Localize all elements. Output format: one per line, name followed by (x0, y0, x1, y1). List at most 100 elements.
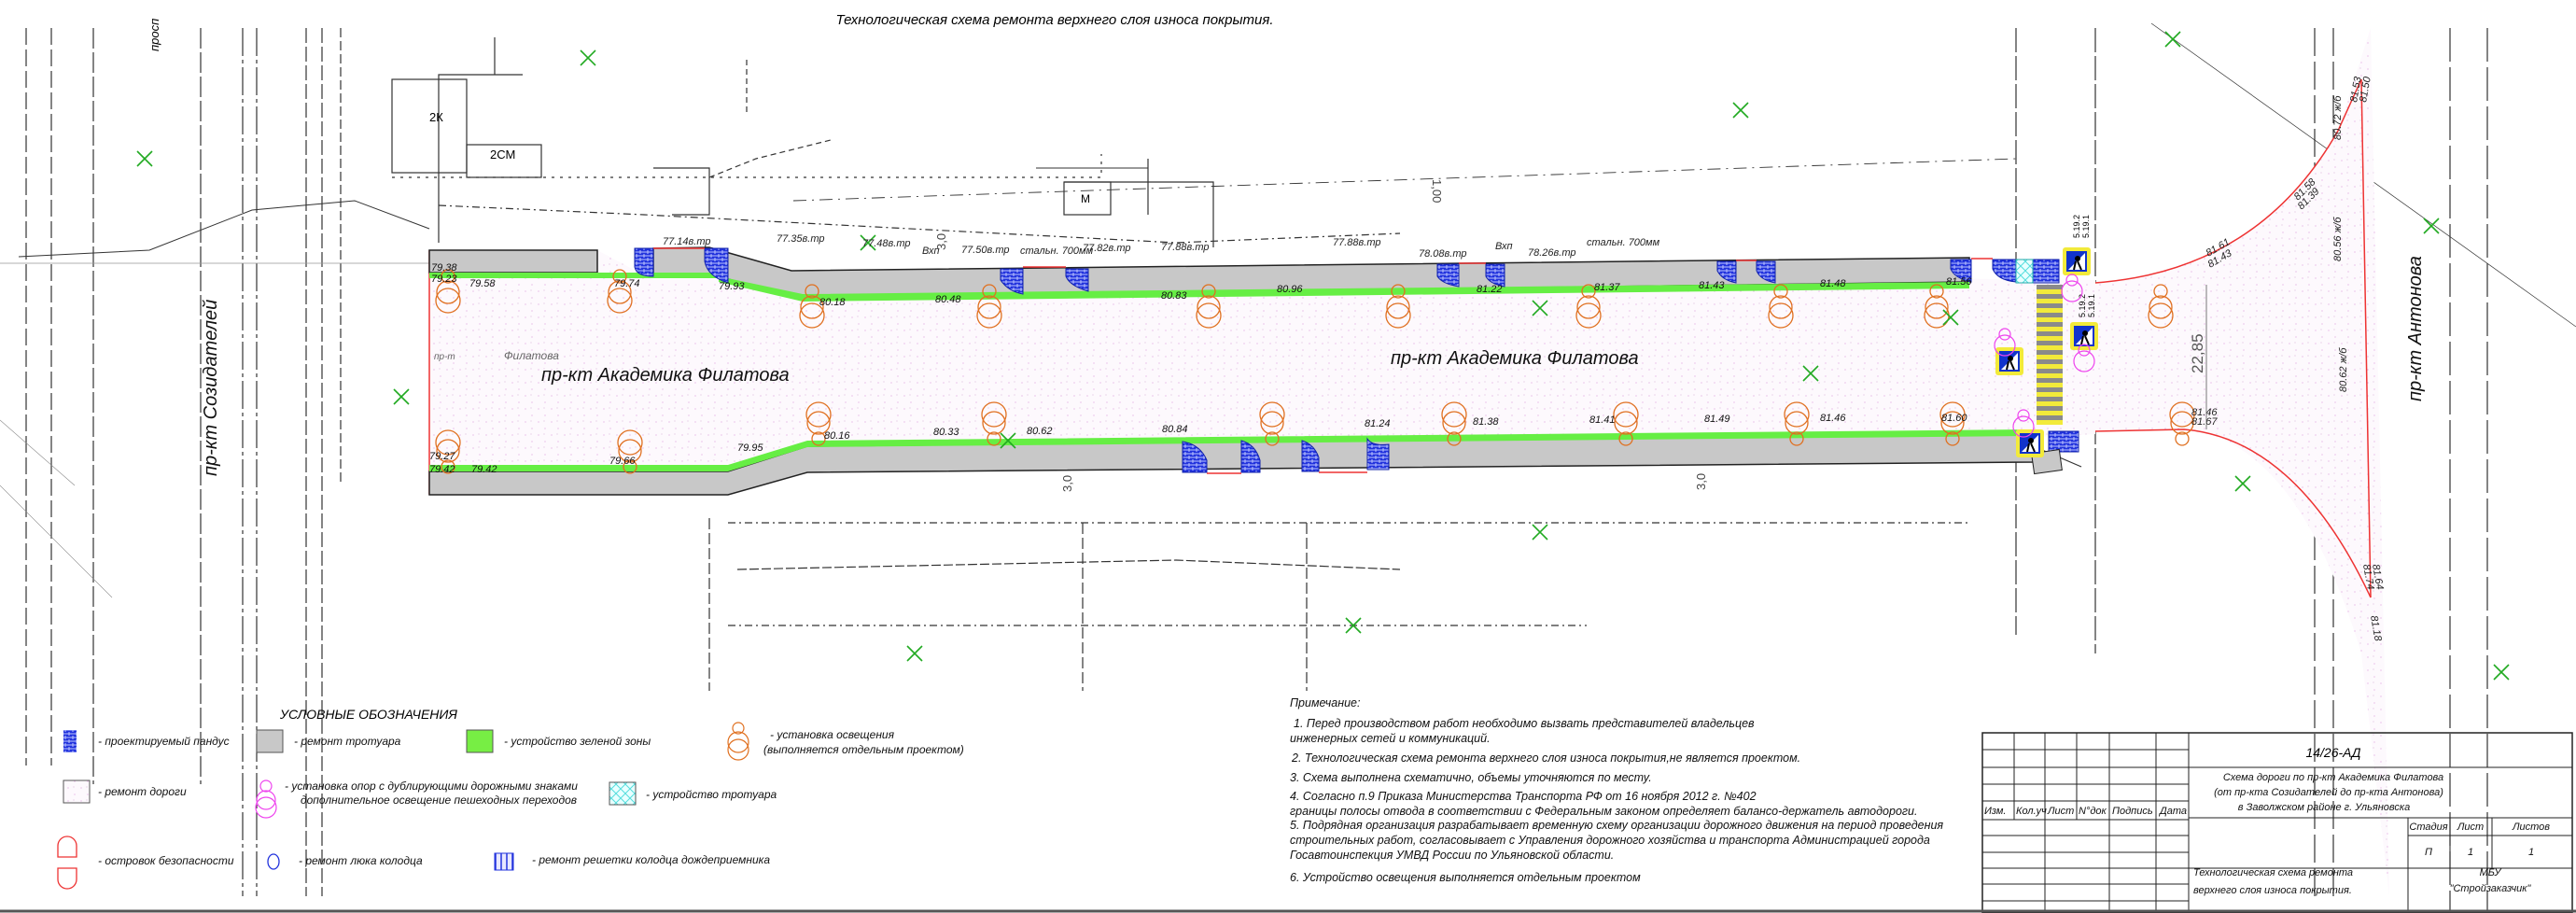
elevation-label: 80.48 (935, 294, 961, 305)
ramps (634, 247, 2079, 473)
organization: "Стройзаказчик" (2450, 883, 2532, 894)
note-line: 3. Схема выполнена схематично, объемы ут… (1290, 771, 1652, 784)
tree-mark-icon (393, 388, 410, 405)
tree-mark-icon (1942, 309, 1959, 326)
legend-light-icon (727, 722, 749, 761)
utility-label: 77.48в.тр (862, 238, 910, 249)
note-line: инженерных сетей и коммуникаций. (1290, 732, 1491, 745)
ramp (1182, 441, 1208, 473)
handwritten-street-note: Филатова (504, 349, 559, 362)
intersection-elevation-label: 81.67 (2191, 416, 2218, 428)
elevation-label: 79.66 (609, 456, 636, 467)
ramp (1065, 268, 1089, 292)
sign-code: 5.19.1 (2087, 294, 2096, 317)
ramp (1756, 260, 1776, 284)
intersection-elevation-label: 80.62 ж/б (2338, 347, 2349, 392)
street-light-icon (1939, 401, 1966, 446)
street-light-icon (435, 429, 461, 474)
document-code: 14/26-АД (2305, 745, 2360, 760)
building-label: М (1081, 192, 1090, 205)
tree-mark-icon (2164, 31, 2181, 48)
street-light-icon (1924, 284, 1950, 329)
document-description: (от пр-кта Созидателей до пр-кта Антонов… (2214, 787, 2443, 798)
elevation-label: 81.46 (1820, 413, 1846, 424)
sheets-value: 1 (2528, 847, 2534, 858)
building-label: 2СМ (490, 147, 515, 162)
sign-supports (1994, 274, 2095, 438)
elevation-label: 81.24 (1365, 418, 1391, 429)
sign-support-icon (2073, 344, 2095, 372)
utility-label: 78.26в.тр (1528, 247, 1575, 259)
elevation-label: 80.83 (1161, 290, 1187, 302)
elevation-label: 81.38 (1473, 416, 1499, 428)
lighting-poles (435, 269, 2195, 474)
street-light-icon (799, 284, 825, 329)
legend-label: (выполняется отдельным проектом) (763, 743, 964, 756)
ramp (1000, 268, 1024, 295)
elevation-label: 81.48 (1820, 278, 1846, 289)
elevation-label: 80.62 (1027, 426, 1053, 437)
organization: МБУ (2480, 867, 2502, 878)
pedestrian-crossing-sign-icon (2016, 429, 2044, 457)
tree-mark-icon (2423, 218, 2440, 234)
notes-heading: Примечание: (1290, 696, 1360, 709)
legend-label: - устройство тротуара (646, 788, 777, 801)
intersection-elevation-label: 81.18 (2368, 614, 2384, 642)
legend-support-icon (255, 780, 277, 819)
legend-label: - островок безопасности (98, 854, 234, 867)
sign-support-icon (2061, 274, 2083, 302)
pedestrian-crossing-sign-icon (2070, 322, 2098, 350)
tree-mark-icon (2493, 664, 2510, 681)
legend-label: - ремонт тротуара (294, 735, 401, 748)
legend-island-icon (57, 836, 77, 890)
street-light-icon (976, 284, 1002, 329)
street-light-icon (981, 401, 1007, 446)
street-light-icon (2169, 401, 2195, 446)
street-light-icon (2148, 284, 2174, 329)
note-line: границы полосы отвода в соответствии с Ф… (1290, 805, 1917, 818)
tree-mark-icon (1532, 300, 1548, 316)
pedestrian-crossing-sign-icon (1995, 347, 2023, 375)
title-block-text: 14/26-АД Схема дороги по пр-кт Академика… (1984, 745, 2550, 896)
drawing-title: Технологическая схема ремонта верхнего с… (835, 12, 1273, 28)
intersection-elevation-label: 81.50 (2358, 75, 2373, 103)
document-description: в Заволжском районе г. Ульяновска (2238, 802, 2410, 813)
pedestrian-crosswalk (2037, 285, 2063, 425)
ramp (1716, 260, 1737, 284)
sign-code: 5.19.2 (2078, 294, 2087, 317)
ramp (1485, 263, 1505, 288)
elevation-label: 79.42 (471, 464, 497, 475)
ramp (1950, 259, 1972, 283)
utility-label: 77.88в.тр (1333, 237, 1380, 248)
street-light-icon (607, 269, 633, 314)
sheet-value: 1 (2468, 847, 2473, 858)
elevation-label: 79.27 (429, 451, 455, 462)
legend-label: - ремонт решетки колодца дождеприемника (532, 853, 770, 866)
street-light-icon (1259, 401, 1285, 446)
legend: УСЛОВНЫЕ ОБОЗНАЧЕНИЯ - проектируемый пан… (57, 707, 964, 890)
handwritten-street-prefix: пр-т (434, 352, 455, 362)
elevation-label: 79.95 (737, 442, 763, 454)
street-light-icon (1441, 401, 1467, 446)
pedestrian-crossing-signs (1995, 247, 2098, 457)
street-name-antonova: пр-кт Антонова (2405, 256, 2426, 401)
elevation-label: 80.16 (824, 430, 850, 442)
utility-label: 77.35в.тр (777, 233, 824, 245)
utility-label: Вхп (1495, 241, 1513, 252)
legend-label: - проектируемый пандус (98, 735, 230, 748)
utility-label: 77.82в.тр (1083, 243, 1130, 254)
utility-label: 77.50в.тр (961, 245, 1009, 256)
street-light-icon (435, 269, 461, 314)
elevation-label: 80.84 (1162, 424, 1188, 435)
legend-label: - ремонт дороги (98, 785, 187, 798)
utility-label: стальн. 700мм (1020, 246, 1094, 257)
tree-mark-icon (2234, 475, 2251, 492)
legend-road-repair-swatch (63, 780, 91, 804)
utility-label: 77.14в.тр (663, 236, 710, 247)
street-light-icon (1385, 284, 1411, 329)
document-description: Схема дороги по пр-кт Академика Филатова (2223, 772, 2443, 783)
elevation-label: 80.33 (933, 427, 959, 438)
elevation-label: 79.58 (469, 278, 496, 289)
ramp (1992, 259, 2017, 283)
